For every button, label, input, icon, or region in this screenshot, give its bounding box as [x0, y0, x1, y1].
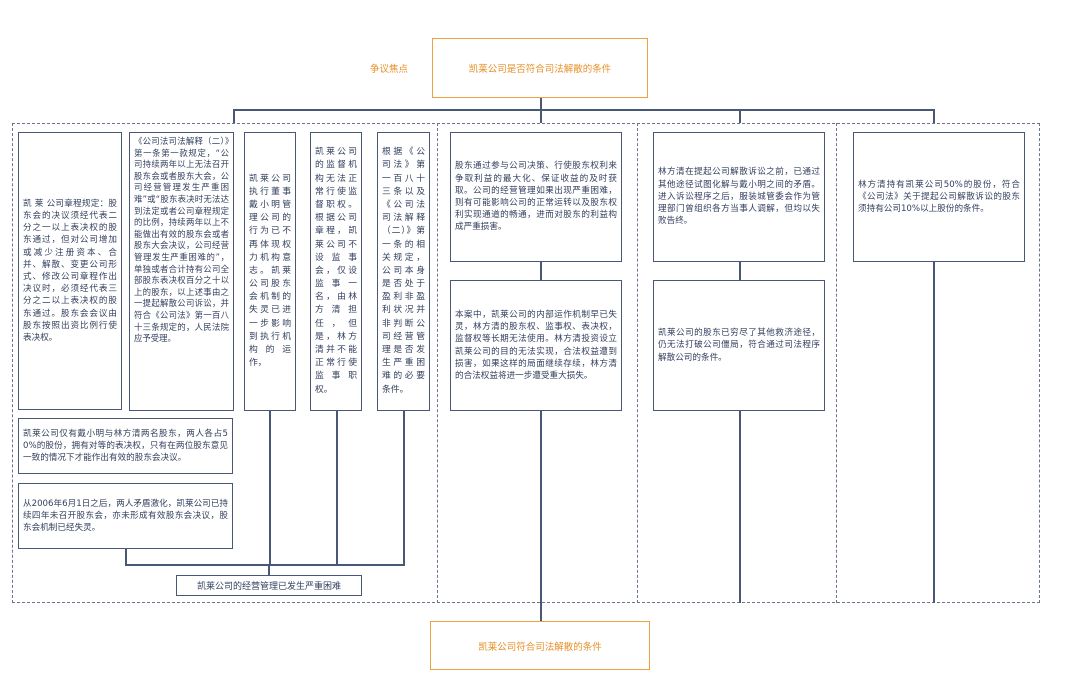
dashed-separator-2 — [637, 123, 638, 603]
connector-title-down — [540, 98, 542, 110]
shareholders-box: 凯莱公司仅有戴小明与林方清两名股东，两人各占50%的股份，拥有对等的表决权，只有… — [18, 418, 233, 474]
supervisor-text: 凯莱公司的监督机构无法正常行使监督职权。根据公司章程，凯莱公司不设监事会，仅设监… — [315, 147, 357, 395]
connector-s1-board — [269, 411, 271, 565]
dashed-separator-3 — [836, 123, 837, 603]
final-text: 凯莱公司符合司法解散的条件 — [478, 641, 602, 653]
connector-s1-conclusion — [268, 564, 270, 576]
dashed-separator-1 — [437, 123, 438, 603]
connector-s3-mid — [739, 262, 741, 281]
supervisor-box: 凯莱公司的监督机构无法正常行使监督职权。根据公司章程，凯莱公司不设监事会，仅设监… — [310, 132, 362, 411]
s4-top-box: 林方清持有凯莱公司50%的股份，符合《公司法》关于提起公司解散诉讼的股东须持有公… — [853, 132, 1025, 262]
board-box: 凯莱公司执行董事戴小明管理公司的行为已不再体现权力机构意志。凯莱公司股东会机制的… — [244, 132, 296, 411]
legal-box: 根据《公司法》第一百八十三条以及《公司法司法解释（二）》第一条的相关规定，公司本… — [377, 132, 430, 411]
final-box: 凯莱公司符合司法解散的条件 — [430, 621, 650, 670]
s3-top-text: 林方清在提起公司解散诉讼之前，已通过其他途径试图化解与戴小明之间的矛盾。进入诉讼… — [658, 167, 820, 227]
legal-text: 根据《公司法》第一百八十三条以及《公司法司法解释（二）》第一条的相关规定，公司本… — [382, 147, 425, 395]
board-text: 凯莱公司执行董事戴小明管理公司的行为已不再体现权力机构意志。凯莱公司股东会机制的… — [249, 173, 291, 369]
s3-bottom-box: 凯莱公司的股东已穷尽了其他救济途径，仍无法打破公司僵局，符合通过司法程序解散公司… — [653, 280, 825, 411]
focus-label: 争议焦点 — [370, 64, 409, 75]
connector-s1-supervisor — [336, 411, 338, 565]
shareholders-text: 凯莱公司仅有戴小明与林方清两名股东，两人各占50%的股份，拥有对等的表决权，只有… — [23, 428, 228, 464]
s2-bottom-text: 本案中，凯莱公司的内部运作机制早已失灵，林方清的股东权、监事权、表决权，监督权等… — [455, 309, 617, 381]
connector-s1 — [233, 109, 235, 123]
connector-horizontal — [233, 109, 934, 111]
s4-top-text: 林方清持有凯莱公司50%的股份，符合《公司法》关于提起公司解散诉讼的股东须持有公… — [858, 179, 1020, 215]
connector-s4-down — [933, 262, 935, 603]
bylaws-text: 凯 莱 公司章程规定：股东会的决议须经代表二分之一以上表决权的股东通过，但对公司… — [23, 198, 117, 344]
bylaws-box: 凯 莱 公司章程规定：股东会的决议须经代表二分之一以上表决权的股东通过，但对公司… — [18, 132, 122, 410]
interpretation-text: 《公司法司法解释（二）》第一条第一款规定，“公司持续两年以上无法召开股东会或者股… — [134, 136, 229, 344]
interpretation-box: 《公司法司法解释（二）》第一条第一款规定，“公司持续两年以上无法召开股东会或者股… — [129, 132, 234, 411]
connector-s4 — [933, 109, 935, 123]
conclusion-box: 凯莱公司的经营管理已发生严重困难 — [176, 575, 362, 596]
connector-s1-left — [125, 549, 127, 565]
connector-s2-mid — [540, 262, 542, 281]
connector-s1-bar — [125, 564, 405, 566]
s2-top-box: 股东通过参与公司决策、行使股东权利来争取利益的最大化、保证收益的及时获取。公司的… — [450, 132, 622, 262]
connector-s2 — [540, 109, 542, 123]
connector-s2-down — [540, 411, 542, 603]
issue-title-box: 凯莱公司是否符合司法解散的条件 — [432, 38, 648, 98]
s2-bottom-box: 本案中，凯莱公司的内部运作机制早已失灵，林方清的股东权、监事权、表决权，监督权等… — [450, 280, 622, 411]
since2006-box: 从2006年6月1日之后，两人矛盾激化，凯莱公司已持续四年未召开股东会，亦未形成… — [18, 483, 233, 549]
since2006-text: 从2006年6月1日之后，两人矛盾激化，凯莱公司已持续四年未召开股东会，亦未形成… — [23, 498, 228, 534]
s3-bottom-text: 凯莱公司的股东已穷尽了其他救济途径，仍无法打破公司僵局，符合通过司法程序解散公司… — [658, 328, 820, 363]
dashed-frame — [12, 123, 1040, 603]
connector-s1-legal — [403, 411, 405, 565]
connector-s3-down — [739, 411, 741, 603]
conclusion-text: 凯莱公司的经营管理已发生严重困难 — [196, 582, 341, 592]
s3-top-box: 林方清在提起公司解散诉讼之前，已通过其他途径试图化解与戴小明之间的矛盾。进入诉讼… — [653, 132, 825, 262]
connector-s3 — [739, 109, 741, 123]
issue-title: 凯莱公司是否符合司法解散的条件 — [468, 64, 612, 75]
s2-top-text: 股东通过参与公司决策、行使股东权利来争取利益的最大化、保证收益的及时获取。公司的… — [455, 161, 617, 233]
connector-final — [540, 603, 542, 622]
